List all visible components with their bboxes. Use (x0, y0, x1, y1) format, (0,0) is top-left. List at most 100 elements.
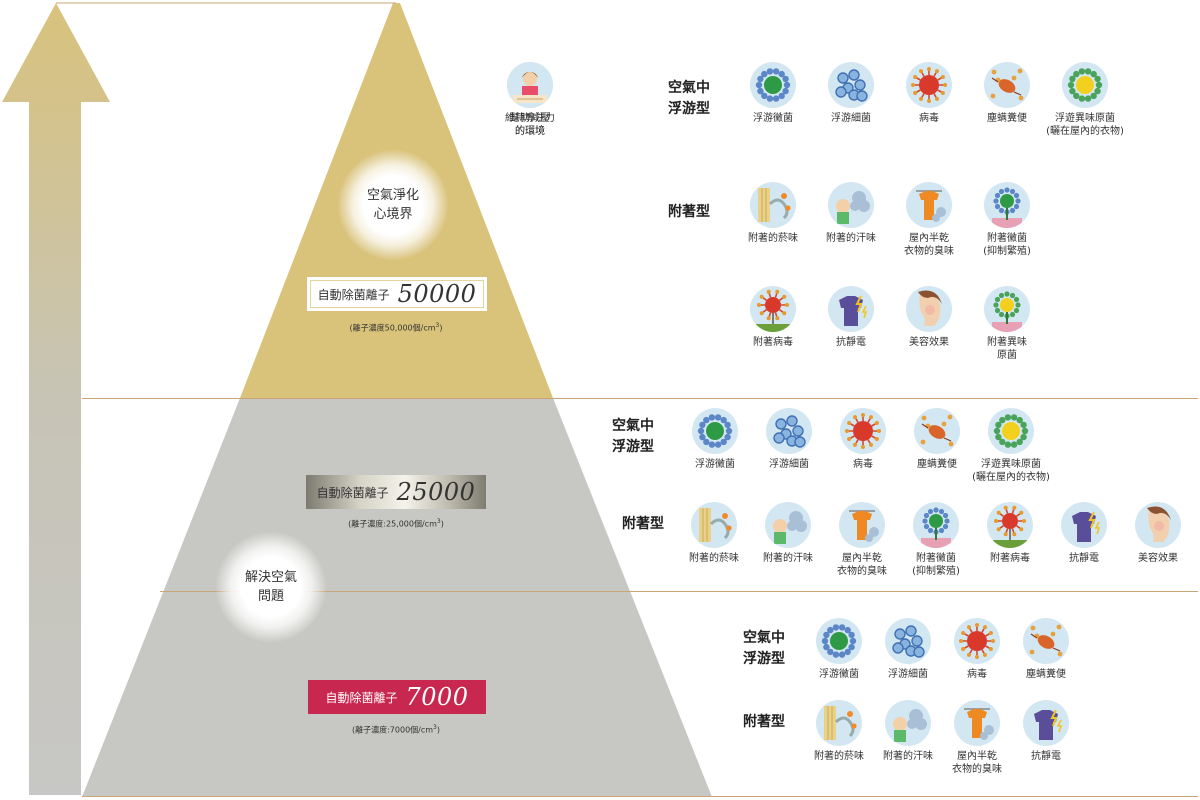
base-tier-glow (216, 532, 326, 642)
virus-icon (906, 62, 952, 108)
feature-item: 抗靜電 (807, 286, 895, 349)
feature-caption: 附著的汗味 (763, 553, 813, 564)
feature-caption: 浮遊異味原菌 (曬在屋內的衣物) (1046, 113, 1124, 137)
feature-item: 浮游細菌 (807, 62, 895, 125)
feature-caption: 浮遊異味原菌 (曬在屋內的衣物) (972, 459, 1050, 483)
mite-icon (1023, 618, 1069, 664)
feature-item: 附著的汗味 (744, 502, 832, 565)
feature-caption: 附著黴菌 (抑制繁殖) (912, 553, 960, 577)
feature-item: 美容效果 (1114, 502, 1200, 565)
bacteria-icon (766, 408, 812, 454)
feature-caption: 塵螨糞便 (987, 113, 1027, 124)
feature-item: 附著黴菌 (抑制繁殖) (963, 182, 1051, 258)
base-attached-label: 附著型 (743, 714, 785, 730)
tier-divider-mid (160, 591, 1198, 592)
feature-caption: 附著病毒 (990, 553, 1030, 564)
badge-label: 自動除菌離子 (325, 690, 398, 705)
attached-virus-icon (750, 286, 796, 332)
concentration-note-50000: (離子濃度50,000個/cm3) (296, 322, 496, 334)
feature-item: 附著的汗味 (864, 700, 952, 763)
feature-caption: 塵螨糞便 (1026, 669, 1066, 680)
badge-50000: 自動除菌離子 50000 (306, 276, 488, 312)
feature-item: 附著異味 原菌 (963, 286, 1051, 362)
badge-frame (310, 280, 484, 308)
sweat-icon (765, 502, 811, 548)
feature-item: 抗靜電 (1040, 502, 1128, 565)
feature-item: 美容效果 (885, 286, 973, 349)
feature-caption: 浮游細菌 (831, 113, 871, 124)
mid-airborne-label: 空氣中 浮游型 (612, 418, 654, 455)
badge-7000: 自動除菌離子 7000 (308, 680, 486, 714)
mite-icon (914, 408, 960, 454)
feature-caption: 浮游黴菌 (695, 459, 735, 470)
feature-item: 浮遊異味原菌 (曬在屋內的衣物) (1041, 62, 1129, 138)
feature-item: 附著的汗味 (807, 182, 895, 245)
note-text: (離子濃度:25,000個/cm (348, 519, 437, 529)
sweat-icon (828, 182, 874, 228)
feature-caption: 抗靜電 (1031, 751, 1061, 762)
feature-item: 附著黴菌 (抑制繁殖) (892, 502, 980, 578)
mold-icon (692, 408, 738, 454)
badge-25000: 自動除菌離子 25000 (306, 475, 486, 509)
feature-item: 浮游黴菌 (671, 408, 759, 471)
base-airborne-label: 空氣中 浮游型 (743, 630, 785, 667)
mite-icon (984, 62, 1030, 108)
note-superscript: 3 (433, 724, 437, 731)
feature-caption: 附著異味 原菌 (987, 337, 1027, 361)
tier-divider-bottom (82, 796, 1198, 797)
badge-number: 50000 (397, 280, 477, 308)
odor-bacteria-icon (1062, 62, 1108, 108)
feature-caption: 美容效果 (909, 337, 949, 348)
bacteria-icon (828, 62, 874, 108)
feature-caption: 附著的菸味 (814, 751, 864, 762)
feature-item: 病毒 (819, 408, 907, 471)
feature-caption: 附著的菸味 (748, 233, 798, 244)
base-tier-title: 解決空氣 問題 (244, 570, 297, 604)
static-icon (1061, 502, 1107, 548)
note-text: (離子濃度50,000個/cm (349, 323, 436, 333)
feature-item: 附著的菸味 (670, 502, 758, 565)
feature-caption: 屋內半乾 衣物的臭味 (904, 233, 954, 257)
feature-item: 屋內半乾 衣物的臭味 (818, 502, 906, 578)
feature-caption: 抗靜電 (1069, 553, 1099, 564)
smoke-icon (750, 182, 796, 228)
feature-item: 浮游細菌 (745, 408, 833, 471)
feature-caption: 附著病毒 (753, 337, 793, 348)
feature-caption: 浮游細菌 (769, 459, 809, 470)
laundry-icon (906, 182, 952, 228)
static-icon (828, 286, 874, 332)
feature-caption: 塵螨糞便 (917, 459, 957, 470)
concentration-note-25000: (離子濃度:25,000個/cm3) (296, 518, 496, 530)
tier-divider-top (82, 398, 1198, 399)
feature-caption: 浮游黴菌 (753, 113, 793, 124)
note-end: ) (439, 323, 443, 333)
feature-item: 浮游黴菌 (729, 62, 817, 125)
note-superscript: 3 (435, 322, 440, 329)
badge-number: 7000 (405, 683, 469, 711)
smoke-icon (691, 502, 737, 548)
feature-caption: 附著的汗味 (826, 233, 876, 244)
feature-item: 附著的菸味 (795, 700, 883, 763)
attached-mold-icon (913, 502, 959, 548)
note-end: ) (436, 725, 440, 735)
beauty-icon (1135, 502, 1181, 548)
top-airborne-label: 空氣中 浮游型 (668, 80, 710, 117)
note-end: ) (440, 519, 444, 529)
badge-label: 自動除菌離子 (317, 287, 390, 302)
feature-caption: 附著黴菌 (抑制繁殖) (983, 233, 1031, 257)
feature-item: 病毒 (885, 62, 973, 125)
feature-item: 塵螨糞便 (893, 408, 981, 471)
student-icon (507, 62, 553, 108)
feature-caption: 維持專注力 的環境 (505, 113, 555, 137)
mold-icon (750, 62, 796, 108)
pyramid-base (82, 398, 712, 797)
feature-item: 維持專注力 的環境 (486, 62, 574, 138)
feature-item: 屋內半乾 衣物的臭味 (933, 700, 1021, 776)
feature-caption: 屋內半乾 衣物的臭味 (952, 751, 1002, 775)
feature-item: 附著病毒 (966, 502, 1054, 565)
feature-caption: 浮游細菌 (888, 669, 928, 680)
top-attached-label: 附著型 (668, 204, 710, 220)
feature-caption: 病毒 (967, 669, 987, 680)
feature-item: 浮遊異味原菌 (曬在屋內的衣物) (967, 408, 1055, 484)
